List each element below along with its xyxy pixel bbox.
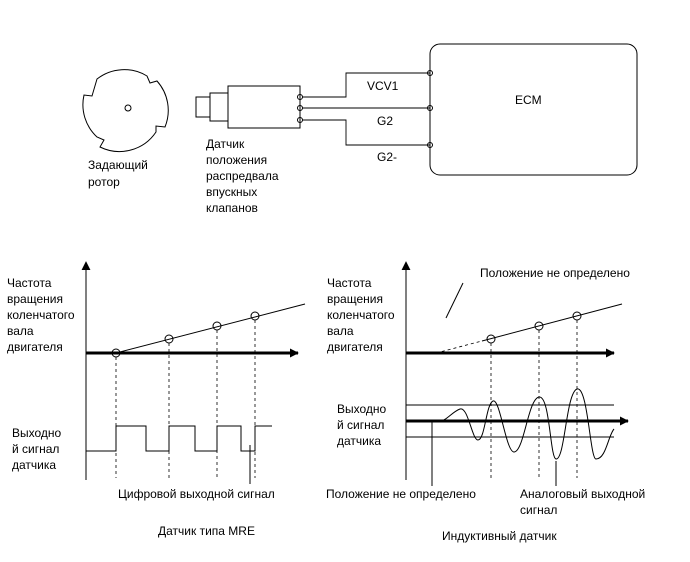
rotor-label-line2: ротор <box>88 175 120 189</box>
inductive-chart <box>401 261 629 486</box>
ecm-label: ECM <box>515 93 542 107</box>
ind-caption: Индуктивный датчик <box>442 529 557 543</box>
rotor-hub <box>124 104 132 112</box>
mre-ylabel-line4: вала <box>7 324 34 338</box>
wire-g2-minus <box>302 119 430 146</box>
ind-callout-top-leader <box>445 282 464 319</box>
mre-ylabel-line1: Частота <box>7 276 52 290</box>
mre-ylabel-line2: вращения <box>7 292 63 306</box>
ecm-pin-vcv1 <box>427 70 433 76</box>
wire-label-vcv1: VCV1 <box>367 79 399 93</box>
ind-callout-bottom-left: Положение не определено <box>326 487 476 501</box>
sensor-label-line1: Датчик <box>206 137 245 151</box>
ind-ylabel-line3: коленчатого <box>327 308 395 322</box>
sensor-flange <box>209 92 229 122</box>
mre-signal-label-line2: й сигнал <box>12 442 59 456</box>
sensor-tip <box>195 96 211 118</box>
ind-analog-signal <box>439 388 615 460</box>
ind-signal-label-line3: датчика <box>337 434 381 448</box>
sensor-body <box>227 85 301 129</box>
ind-callout-bottom-right-line1: Аналоговый выходной <box>520 487 645 501</box>
timing-rotor <box>82 69 169 153</box>
ind-callout-bottom-right-line2: сигнал <box>520 503 557 517</box>
sensor-label-line4: впускных <box>206 185 257 199</box>
wire-label-g2: G2 <box>377 114 393 128</box>
wire-label-g2-minus: G2- <box>377 150 397 164</box>
ind-ylabel-line2: вращения <box>327 292 383 306</box>
mre-rpm-line <box>115 303 306 354</box>
mre-signal-label-line3: датчика <box>12 458 56 472</box>
rotor-label-line1: Задающий <box>88 158 148 172</box>
ind-signal-label-line1: Выходно <box>337 402 387 416</box>
mre-chart <box>81 261 306 484</box>
mre-callout: Цифровой выходной сигнал <box>118 487 275 501</box>
mre-digital-signal <box>86 425 272 452</box>
ind-rpm-line <box>481 303 623 342</box>
sensor-label-line5: клапанов <box>206 201 258 215</box>
wire-vcv1 <box>302 72 430 98</box>
ecm-pin-g2 <box>427 105 433 111</box>
ind-signal-label-line2: й сигнал <box>337 418 384 432</box>
mre-signal-label-line1: Выходно <box>12 426 62 440</box>
ecm-pin-g2-minus <box>427 142 433 148</box>
sensor-label-line2: положения <box>206 153 267 167</box>
wiring <box>302 72 430 146</box>
camshaft-sensor <box>195 85 303 129</box>
ind-ylabel-line4: вала <box>327 324 354 338</box>
mre-ylabel-line3: коленчатого <box>7 308 75 322</box>
ecm-outline <box>429 43 638 176</box>
ecm-box <box>427 43 638 176</box>
mre-ylabel-line5: двигателя <box>7 340 63 354</box>
rotor-outline <box>82 69 169 153</box>
ind-rpm-undetermined <box>435 340 483 354</box>
sensor-label-line3: распредвала <box>206 169 279 183</box>
mre-caption: Датчик типа MRE <box>158 524 255 538</box>
ind-callout-top: Положение не определено <box>480 266 630 280</box>
ind-ylabel-line5: двигателя <box>327 340 383 354</box>
ind-ylabel-line1: Частота <box>327 276 372 290</box>
